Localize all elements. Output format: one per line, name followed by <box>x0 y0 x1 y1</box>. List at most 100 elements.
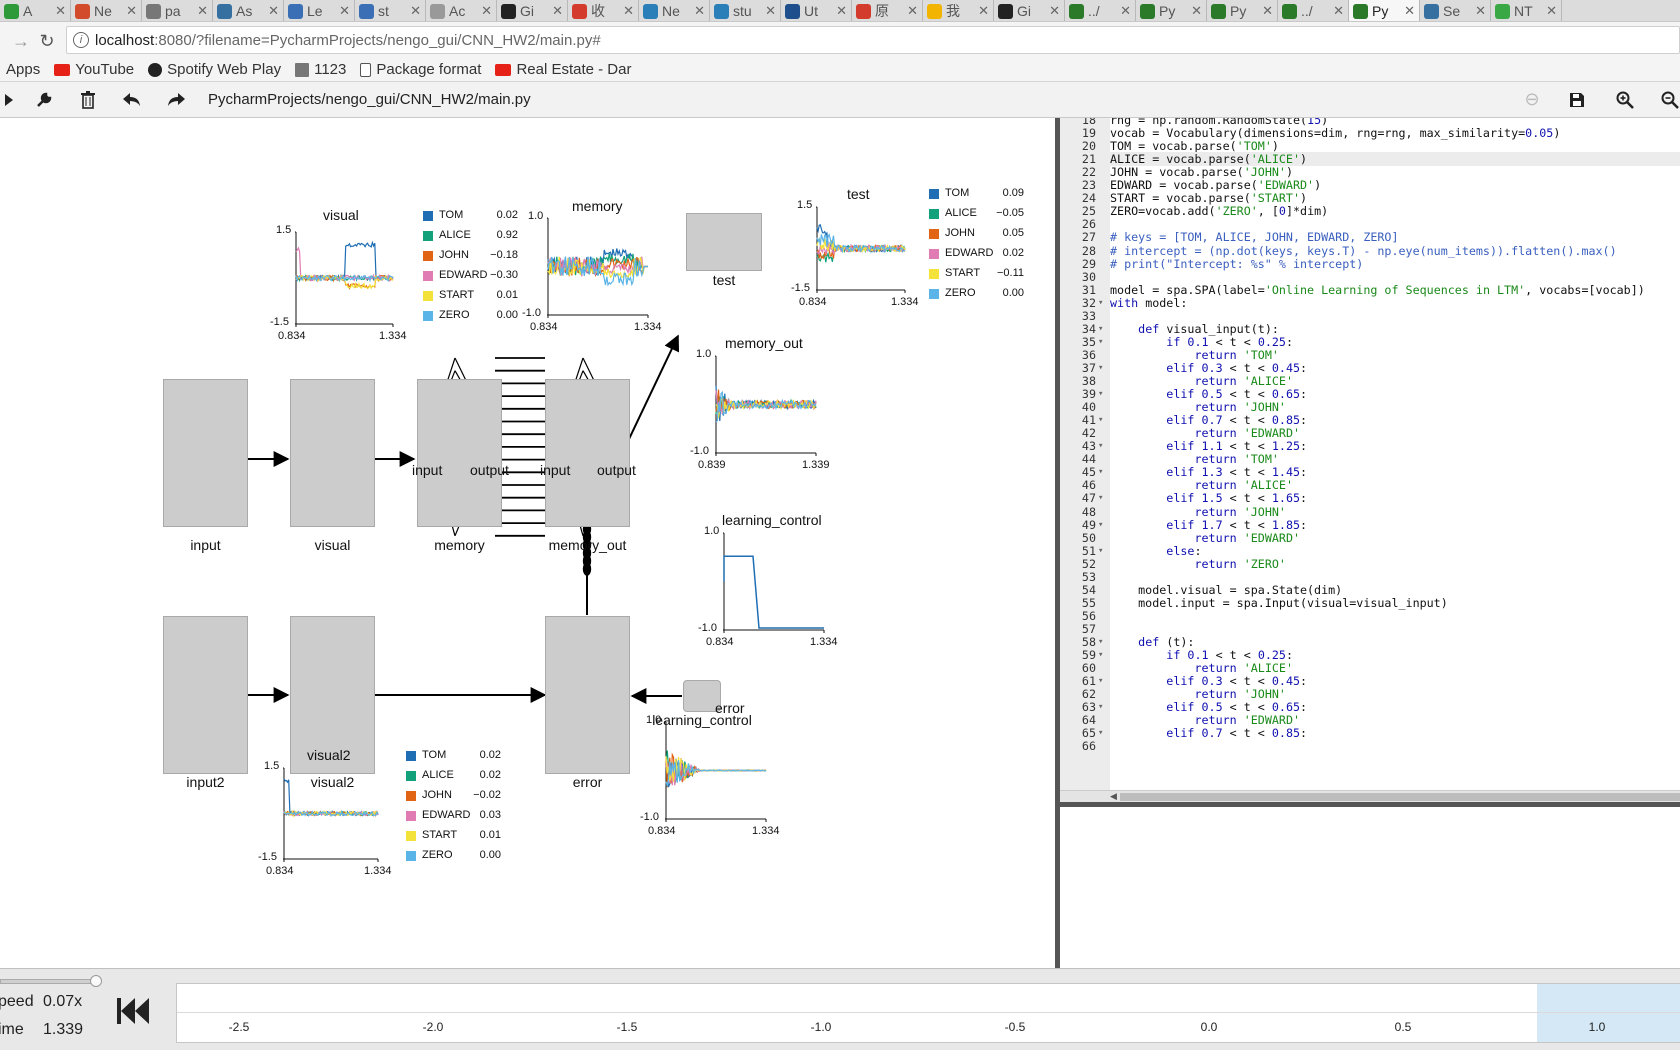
reload-icon[interactable]: ↻ <box>39 30 55 51</box>
undo-icon[interactable] <box>110 82 154 118</box>
fold-toggle-icon[interactable]: ▾ <box>1098 323 1104 334</box>
fold-toggle-icon[interactable]: ▾ <box>1098 519 1104 530</box>
node-input2[interactable] <box>163 616 248 774</box>
code-line[interactable]: 58▾ def (t): <box>1060 635 1680 649</box>
node-visual[interactable] <box>290 379 375 527</box>
code-line[interactable]: 49▾ elif 1.7 < t < 1.85: <box>1060 518 1680 532</box>
forward-icon[interactable]: → <box>12 30 30 51</box>
code-line[interactable]: 54 model.visual = spa.State(dim) <box>1060 583 1680 597</box>
scrollbar-thumb[interactable] <box>1120 793 1680 801</box>
fold-toggle-icon[interactable]: ▾ <box>1098 297 1104 308</box>
browser-tab[interactable]: pa✕ <box>142 0 213 21</box>
node-learning-control[interactable] <box>683 680 721 712</box>
legend-entry[interactable]: JOHN−0.18 <box>423 248 518 268</box>
code-line[interactable]: 39▾ elif 0.5 < t < 0.65: <box>1060 387 1680 401</box>
close-icon[interactable]: ✕ <box>1120 3 1131 18</box>
speed-slider-handle[interactable] <box>90 975 102 987</box>
code-line[interactable]: 43▾ elif 1.1 < t < 1.25: <box>1060 439 1680 453</box>
fold-toggle-icon[interactable]: ▾ <box>1098 441 1104 452</box>
close-icon[interactable]: ✕ <box>552 3 563 18</box>
browser-tab[interactable]: Ne✕ <box>639 0 710 21</box>
code-line[interactable]: 61▾ elif 0.3 < t < 0.45: <box>1060 674 1680 688</box>
browser-tab[interactable]: As✕ <box>213 0 284 21</box>
fold-toggle-icon[interactable]: ▾ <box>1098 650 1104 661</box>
redo-icon[interactable] <box>154 82 198 118</box>
browser-tab[interactable]: Gi✕ <box>497 0 568 21</box>
node-visual2[interactable] <box>290 616 375 774</box>
close-icon[interactable]: ✕ <box>268 3 279 18</box>
code-line[interactable]: 46 return 'ALICE' <box>1060 478 1680 492</box>
bookmark[interactable]: 1123 <box>295 61 346 78</box>
close-icon[interactable]: ✕ <box>623 3 634 18</box>
timeline-current-window[interactable] <box>1537 984 1680 1042</box>
code-line[interactable]: 64 return 'EDWARD' <box>1060 713 1680 727</box>
code-line[interactable]: 51▾ else: <box>1060 544 1680 558</box>
scroll-left-icon[interactable]: ◀ <box>1110 791 1117 801</box>
close-icon[interactable]: ✕ <box>1333 3 1344 18</box>
code-line[interactable]: 66 <box>1060 739 1680 753</box>
address-bar[interactable]: i localhost:8080/?filename=PycharmProjec… <box>66 26 1680 54</box>
code-line[interactable]: 38 return 'ALICE' <box>1060 374 1680 388</box>
code-line[interactable]: 34▾ def visual_input(t): <box>1060 322 1680 336</box>
editor-splitter[interactable] <box>1055 118 1060 968</box>
code-line[interactable]: 44 return 'TOM' <box>1060 452 1680 466</box>
browser-tab[interactable]: NT✕ <box>1491 0 1562 21</box>
code-line[interactable]: 27# keys = [TOM, ALICE, JOHN, EDWARD, ZE… <box>1060 230 1680 244</box>
fold-toggle-icon[interactable]: ▾ <box>1098 362 1104 373</box>
browser-tab[interactable]: Se✕ <box>1420 0 1491 21</box>
close-icon[interactable]: ✕ <box>410 3 421 18</box>
close-icon[interactable]: ✕ <box>694 3 705 18</box>
code-line[interactable]: 40 return 'JOHN' <box>1060 400 1680 414</box>
browser-tab[interactable]: 我✕ <box>923 0 994 21</box>
browser-tab[interactable]: Py✕ <box>1349 0 1420 21</box>
minus-circle-icon[interactable]: ⊖ <box>1524 89 1540 109</box>
code-line[interactable]: 36 return 'TOM' <box>1060 348 1680 362</box>
code-line[interactable]: 55 model.input = spa.Input(visual=visual… <box>1060 596 1680 610</box>
legend-entry[interactable]: EDWARD−0.30 <box>423 268 518 288</box>
code-line[interactable]: 32▾with model: <box>1060 296 1680 310</box>
close-icon[interactable]: ✕ <box>126 3 137 18</box>
open-file-icon[interactable] <box>0 82 22 118</box>
fold-toggle-icon[interactable]: ▾ <box>1098 702 1104 713</box>
browser-tab[interactable]: st✕ <box>355 0 426 21</box>
code-line[interactable]: 45▾ elif 1.3 < t < 1.45: <box>1060 465 1680 479</box>
code-line[interactable]: 60 return 'ALICE' <box>1060 661 1680 675</box>
fold-toggle-icon[interactable]: ▾ <box>1098 467 1104 478</box>
close-icon[interactable]: ✕ <box>55 3 66 18</box>
browser-tab[interactable]: Ac✕ <box>426 0 497 21</box>
browser-tab[interactable]: 原✕ <box>852 0 923 21</box>
browser-tab[interactable]: ../✕ <box>1278 0 1349 21</box>
close-icon[interactable]: ✕ <box>978 3 989 18</box>
bookmark[interactable]: YouTube <box>54 61 134 78</box>
node-test[interactable] <box>686 213 762 271</box>
zoom-in-icon[interactable] <box>1603 82 1647 118</box>
browser-tab[interactable]: stu✕ <box>710 0 781 21</box>
network-canvas[interactable]: input visual memory input output memory_… <box>0 118 1055 968</box>
bookmark[interactable]: Real Estate - Dar <box>495 61 631 78</box>
browser-tab[interactable]: Py✕ <box>1136 0 1207 21</box>
browser-tab[interactable]: 收✕ <box>568 0 639 21</box>
code-line[interactable]: 53 <box>1060 570 1680 584</box>
legend-entry[interactable]: ALICE−0.05 <box>929 206 1024 226</box>
browser-tab[interactable]: Le✕ <box>284 0 355 21</box>
code-line[interactable]: 57 <box>1060 622 1680 636</box>
close-icon[interactable]: ✕ <box>1475 3 1486 18</box>
node-input[interactable] <box>163 379 248 527</box>
fold-toggle-icon[interactable]: ▾ <box>1098 728 1104 739</box>
speed-slider[interactable] <box>0 979 96 984</box>
legend-entry[interactable]: JOHN−0.02 <box>406 788 501 808</box>
